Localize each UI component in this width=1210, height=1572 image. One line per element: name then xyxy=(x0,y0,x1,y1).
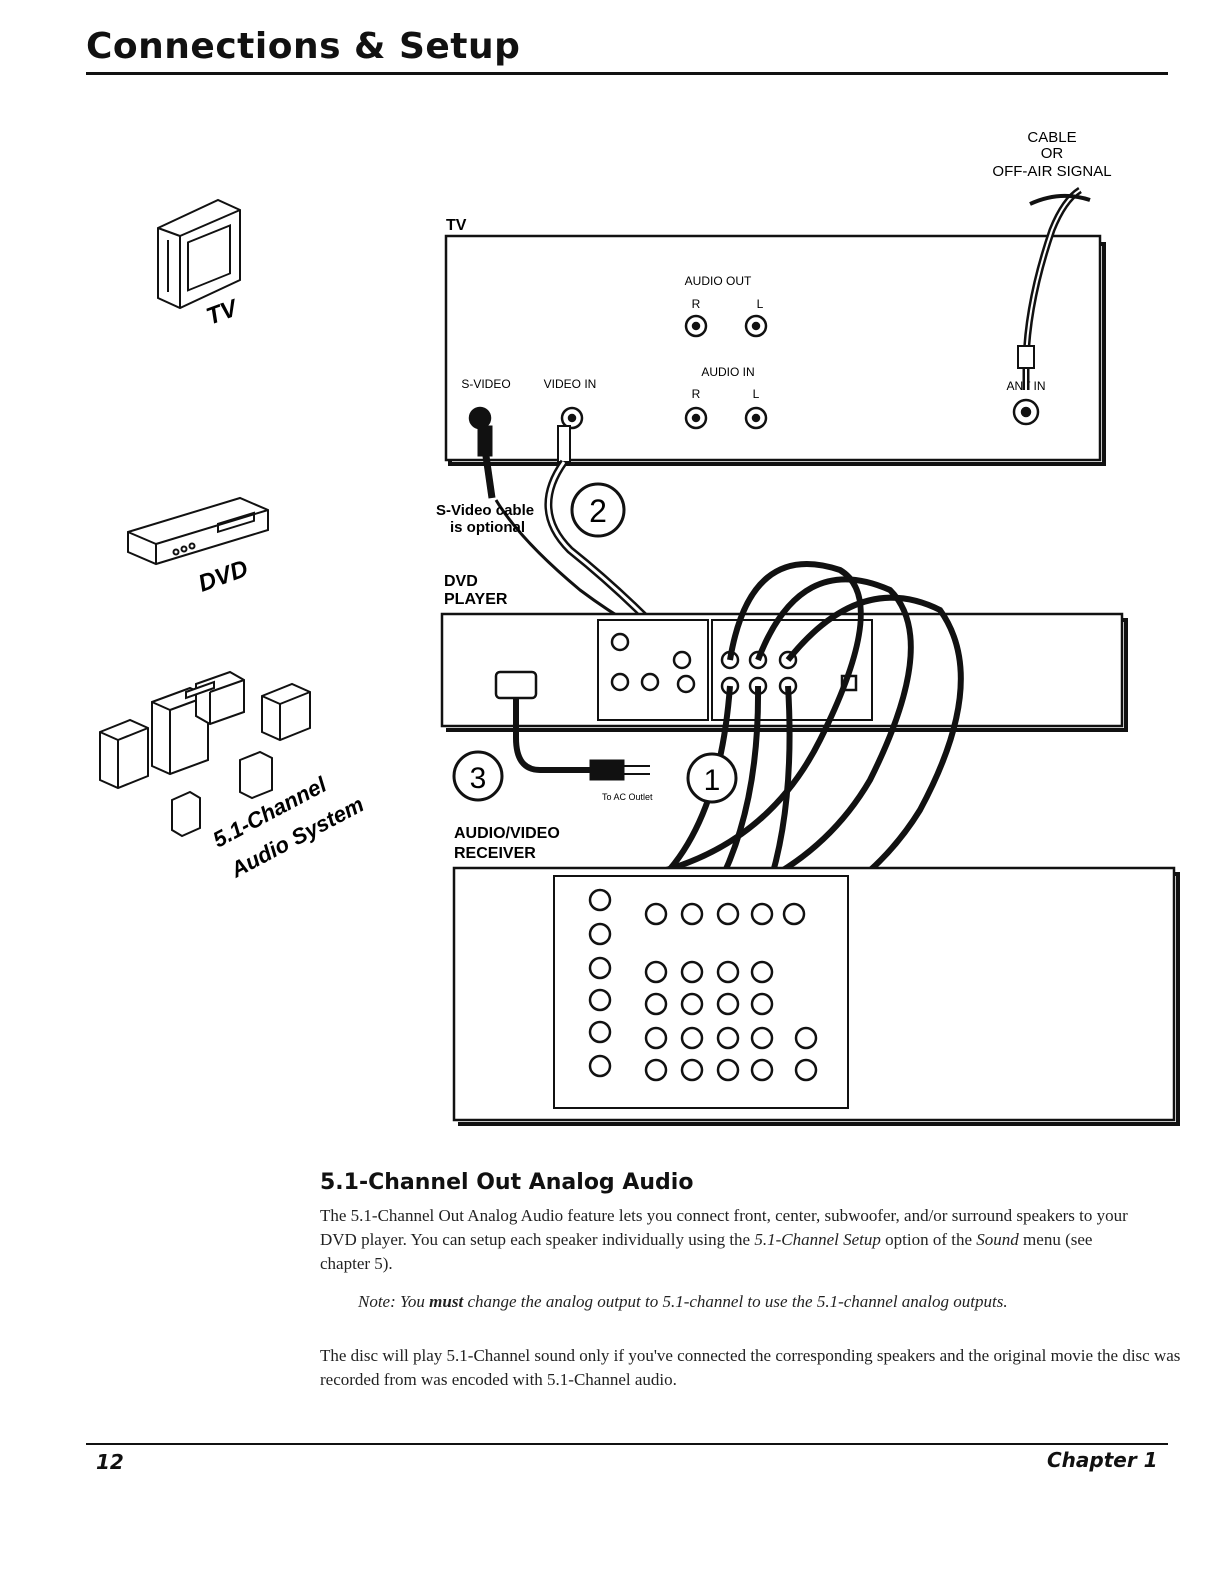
dvd-player-label-1: DVD xyxy=(444,573,478,590)
tv-svideo-label: S-VIDEO xyxy=(461,377,510,391)
signal-label-1: CABLE xyxy=(1027,129,1076,146)
receiver-label-2: RECEIVER xyxy=(454,845,536,862)
dvd-player-back xyxy=(440,612,1128,732)
svg-text:1: 1 xyxy=(704,764,721,797)
connection-diagram: CABLE OR OFF-AIR SIGNAL TV AUDIO OUT R L… xyxy=(436,129,1180,1126)
dvd-icon xyxy=(127,496,269,566)
tv-icon xyxy=(157,198,241,310)
product-icons: TV DVD 5.1-Channel Audio System xyxy=(99,198,368,883)
step-3-marker: 3 xyxy=(452,750,504,802)
paragraph-intro: The 5.1-Channel Out Analog Audio feature… xyxy=(320,1206,1128,1273)
video-cable xyxy=(544,425,671,643)
receiver-label-1: AUDIO/VIDEO xyxy=(454,825,560,842)
footer-rule xyxy=(86,1443,1168,1445)
note-paragraph: Note: You must change the analog output … xyxy=(358,1292,1008,1311)
speaker-system-icon xyxy=(99,670,311,838)
receiver-back xyxy=(452,866,1180,1126)
tv-audio-in-label: AUDIO IN xyxy=(701,365,754,379)
tv-back-panel xyxy=(444,234,1106,466)
dvd-player-label-2: PLAYER xyxy=(444,591,508,608)
dvd-jacks xyxy=(610,632,858,696)
tv-icon-caption: TV xyxy=(203,294,243,331)
signal-label-3: OFF-AIR SIGNAL xyxy=(992,163,1111,180)
tv-audio-out-l: L xyxy=(757,297,764,311)
step-2-marker: 2 xyxy=(570,482,626,538)
chapter-label: Chapter 1 xyxy=(1047,1448,1158,1472)
tv-jacks xyxy=(468,314,1040,430)
svg-text:3: 3 xyxy=(470,762,487,795)
paragraph-requirements: The disc will play 5.1-Channel sound onl… xyxy=(320,1346,1181,1389)
tv-audio-in-r: R xyxy=(692,387,701,401)
svideo-note-2: is optional xyxy=(450,519,525,536)
ac-outlet-label: To AC Outlet xyxy=(602,792,653,802)
antenna-cable xyxy=(1017,187,1091,390)
tv-audio-in-l: L xyxy=(753,387,760,401)
tv-label: TV xyxy=(446,217,467,234)
dvd-icon-caption: DVD xyxy=(195,555,252,598)
signal-label-2: OR xyxy=(1041,145,1064,162)
tv-svideo-jack xyxy=(468,406,492,430)
svg-text:2: 2 xyxy=(589,493,607,529)
step-1-marker: 1 xyxy=(686,752,738,804)
page-number: 12 xyxy=(96,1450,124,1474)
tv-audio-out-r: R xyxy=(692,297,701,311)
receiver-jacks xyxy=(588,888,818,1082)
tv-audio-out-label: AUDIO OUT xyxy=(685,274,752,288)
power-cord xyxy=(494,670,650,781)
section-heading: 5.1-Channel Out Analog Audio xyxy=(320,1170,694,1195)
tv-video-in-label: VIDEO IN xyxy=(544,377,597,391)
title-rule xyxy=(86,72,1168,75)
svideo-note-1: S-Video cable xyxy=(436,502,534,519)
page-title: Connections & Setup xyxy=(86,26,521,67)
